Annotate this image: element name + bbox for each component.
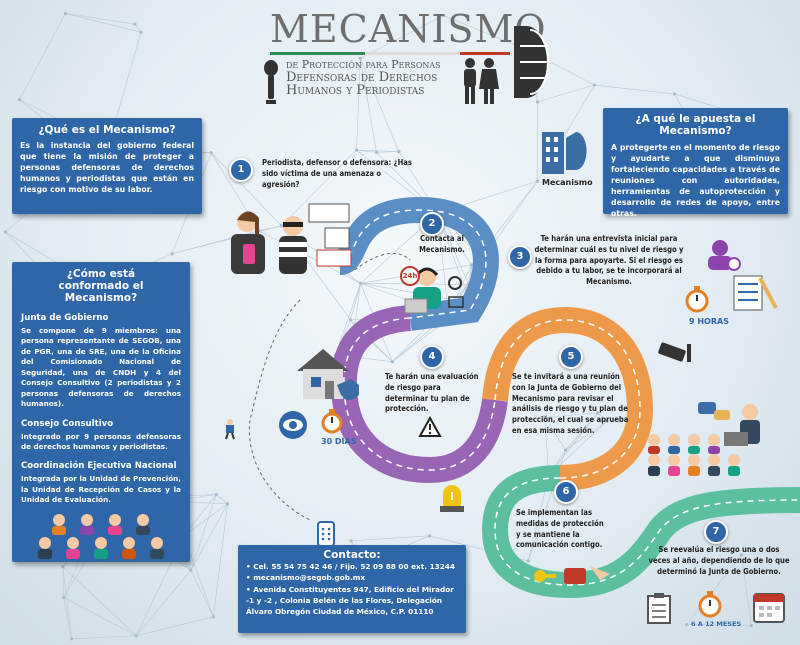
house-icon [297,349,359,400]
step-3-text: Te harán una entrevista inicial para det… [534,234,684,287]
step-6-text: Se implementan las medidas de protección… [516,508,604,550]
que-es-title: ¿Qué es el Mecanismo? [38,124,176,136]
step-3-number: 3 [508,245,532,269]
contacto-phone[interactable]: • Cel. 55 54 75 42 46 / Fijo. 52 09 88 0… [246,562,455,571]
dias-label: 30 DÍAS [321,437,357,446]
step-1-number: 1 [229,158,253,182]
meeting-illustration [648,402,760,476]
stopwatch-icon-months [698,591,722,618]
junta-body: Se compone de 9 miembros: una persona re… [21,326,181,409]
apuesta-box: ¿A qué le apuesta el Mecanismo? A proteg… [603,108,788,218]
que-es-box: ¿Qué es el Mecanismo? Es la instancia de… [12,118,202,214]
operator-illustration [404,267,464,314]
logo-subtitle-1: de Protección para Personas [286,58,441,71]
threat-illustration [231,203,352,274]
contacto-address: • Avenida Constituyentes 947, Edificio d… [246,584,454,617]
que-es-body: Es la instancia del gobierno federal que… [20,141,194,195]
calendar-icon [753,593,785,623]
horas-label: 9 HORAS [689,317,729,326]
contacto-box: Contacto: • Cel. 55 54 75 42 46 / Fijo. … [238,545,466,633]
contacto-email[interactable]: • mecanismo@segob.gob.mx [246,573,366,583]
conformado-title: ¿Cómo está conformado el Mecanismo? [58,268,144,304]
warning-icon [418,416,442,437]
building-icon [542,132,587,174]
panic-button-icon [534,566,610,584]
eye-icon [279,411,307,439]
phone-keypad-icon [317,521,335,547]
junta-title: Junta de Gobierno [21,313,109,323]
step-2-text: Contacta al Mecanismo. [419,234,465,254]
contacto-title: Contacto: [323,549,381,561]
people-group-icon [38,513,164,559]
step-2-number: 2 [420,212,444,236]
logo-subtitle-3: Humanos y Periodistas [286,83,425,98]
step-7-text: Se reevalúa el riesgo una o dos veces al… [648,545,790,576]
alarm-light-icon [440,485,464,512]
flag-red-stripe [460,52,510,55]
step-4-number: 4 [420,345,444,369]
flag-white-stripe [365,52,460,55]
stopwatch-icon-9h [685,286,709,313]
consejo-body: Integrado por 9 personas defensoras de d… [21,431,181,451]
consejo-title: Consejo Consultivo [21,418,114,429]
clipboard-icon [647,593,671,624]
walking-person-icon [225,419,235,440]
meses-label: 6 A 12 MESES [691,620,742,628]
hours-24-badge: 24h [400,266,420,286]
coord-title: Coordinación Ejecutiva Nacional [21,461,177,472]
interview-illustration [708,240,778,311]
defenders-icon [464,58,499,104]
logo: MECANISMO de Protección para Personas De… [262,8,552,108]
logo-subtitle-2: Defensoras de Derechos [286,70,438,85]
security-camera-icon [658,342,691,362]
contacto-list: • Cel. 55 54 75 42 46 / Fijo. 52 09 88 0… [246,561,458,617]
step-5-number: 5 [559,345,583,369]
step-1-text: Periodista, defensor o defensora: ¿Has s… [262,158,412,189]
microphone-icon [264,60,278,104]
coord-body: Integrada por la Unidad de Prevención, l… [21,474,181,505]
step-5-text: Se te invitará a una reunión con la Junt… [512,372,629,435]
logo-title: MECANISMO [270,7,547,51]
step-7-number: 7 [704,520,728,544]
step-4-text: Te harán una evaluación de riesgo para d… [385,372,479,414]
flag-green-stripe [270,52,365,55]
stopwatch-icon-30d [321,409,343,434]
apuesta-title: ¿A qué le apuesta el Mecanismo? [635,113,756,137]
step-6-number: 6 [554,480,578,504]
apuesta-body: A protegerte en el momento de riesgo y a… [611,143,780,219]
conformado-box: ¿Cómo está conformado el Mecanismo? Junt… [12,262,190,562]
mecanismo-label: Mecanismo [542,178,593,187]
globe-icon [514,26,550,98]
